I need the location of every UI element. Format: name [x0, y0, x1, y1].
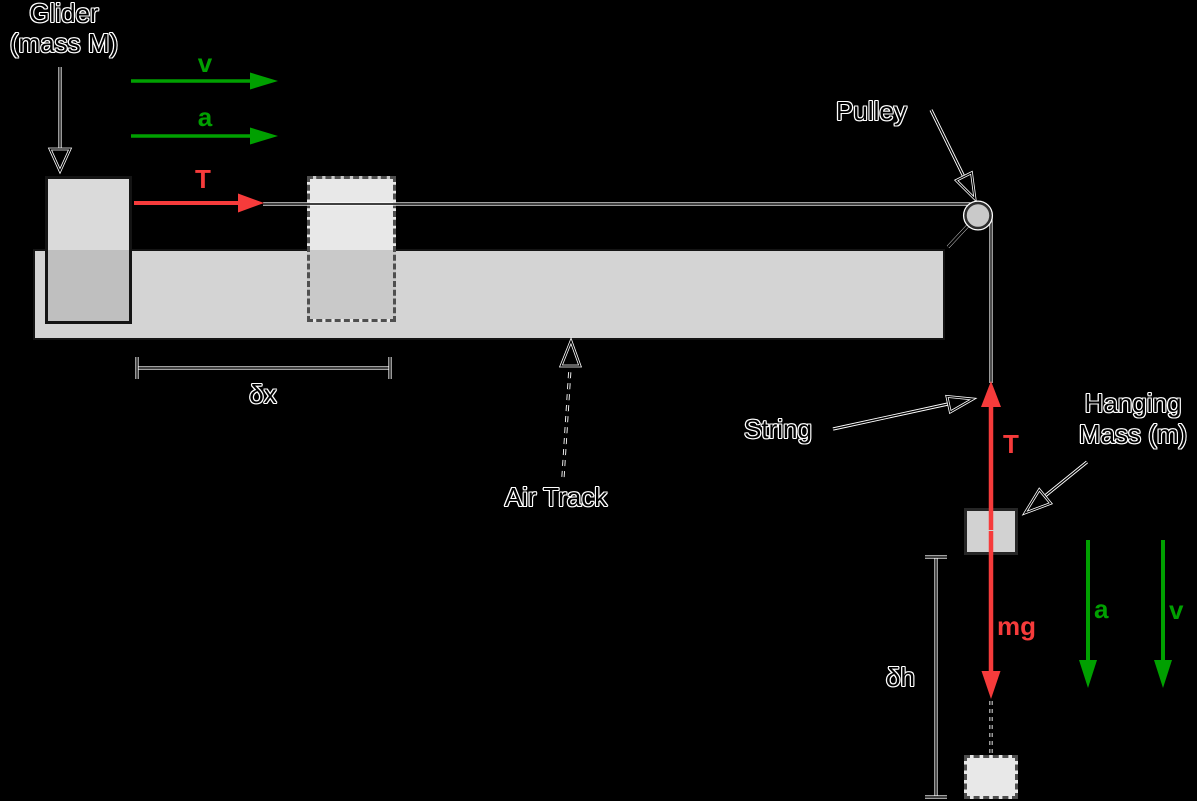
hanging-velocity-label: v: [1169, 595, 1184, 625]
glider-tension-arrow: [134, 193, 264, 213]
string-label: String: [744, 414, 812, 444]
hanging-mass-leader-arrow: [1021, 460, 1089, 516]
hanging-acceleration-label: a: [1094, 594, 1109, 624]
hanging-mass-label-line1: Hanging: [1084, 388, 1182, 418]
string-leader-arrow: [832, 394, 978, 431]
glider-velocity-label: v: [197, 48, 213, 78]
pulley-label: Pulley: [836, 96, 907, 126]
glider-leader-arrow: [47, 67, 73, 175]
hanging-mass-ghost-position: [964, 755, 1018, 799]
weight-mg-label: mg: [997, 611, 1036, 641]
pulley-wheel: [962, 200, 994, 231]
air-track: [33, 249, 945, 340]
glider: [45, 176, 132, 324]
glider-label: Glider (mass M): [0, 0, 128, 58]
hanging-tension-label: T: [1003, 429, 1019, 459]
glider-label-line1: Glider: [29, 0, 99, 28]
air-track-leader-arrow: [558, 337, 582, 478]
hanging-mass: [964, 508, 1018, 555]
glider-acceleration-label: a: [197, 102, 213, 132]
pulley-mount: [946, 215, 978, 249]
pulley-leader-arrow: [929, 109, 977, 203]
air-track-label: Air Track: [504, 482, 608, 512]
hanging-mass-label: Hanging Mass (m): [1068, 388, 1197, 450]
glider-ghost-position: [307, 176, 396, 322]
glider-label-line2: (mass M): [9, 28, 119, 58]
delta-x-bracket: [135, 357, 392, 379]
delta-x-label: δx: [249, 379, 277, 409]
delta-h-label: δh: [886, 662, 915, 692]
glider-tension-label: T: [195, 164, 211, 194]
hanging-mass-label-line2: Mass (m): [1078, 419, 1188, 449]
delta-h-bracket: [925, 555, 947, 799]
